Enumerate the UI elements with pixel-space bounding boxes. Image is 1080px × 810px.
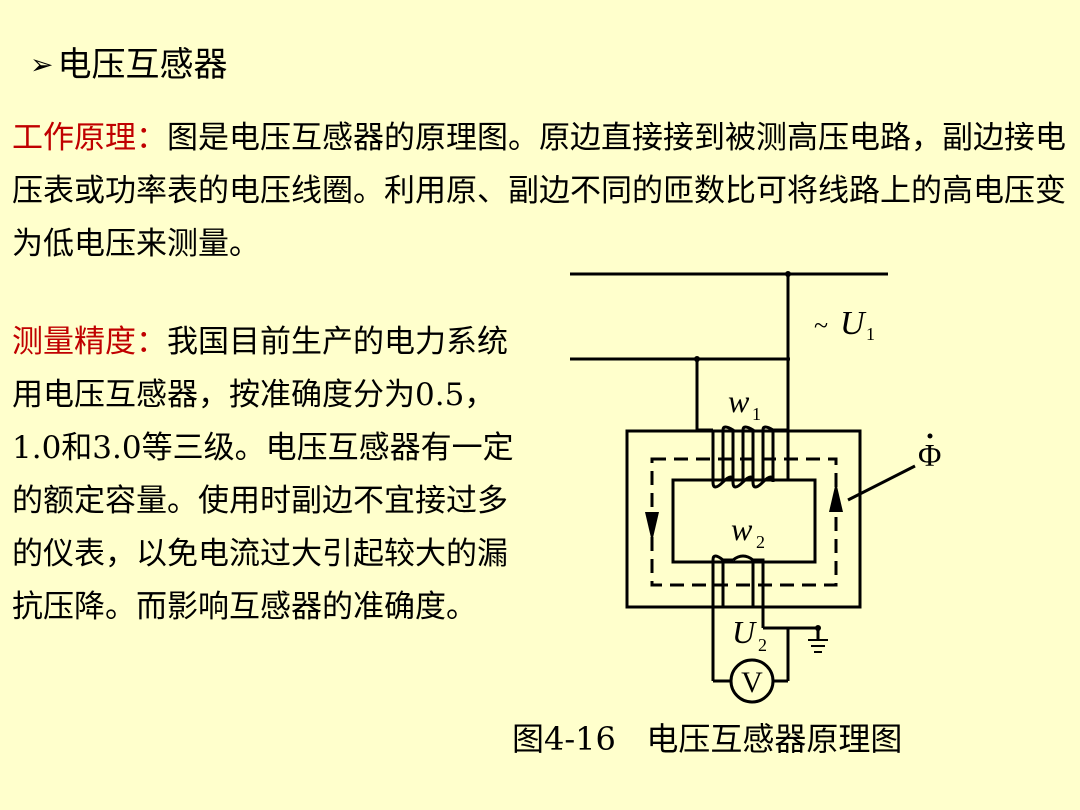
junction-dot-bottom xyxy=(694,356,700,362)
voltmeter-label: V xyxy=(741,666,763,699)
secondary-coil-w2 xyxy=(711,554,765,628)
voltmeter-circle xyxy=(729,658,775,704)
principle-text: 图是电压互感器的原理图。原边直接接到被测高压电路，副边接电压表或功率表的电压线圈… xyxy=(12,120,1066,262)
principle-label: 工作原理： xyxy=(12,120,167,156)
principle-paragraph: 工作原理：图是电压互感器的原理图。原边直接接到被测高压电路，副边接电压表或功率表… xyxy=(12,112,1072,271)
phi-label: Φ xyxy=(918,437,941,473)
title-text: 电压互感器 xyxy=(57,45,228,85)
accuracy-paragraph: 测量精度：我国目前生产的电力系统用电压互感器，按准确度分为0.5，1.0和3.0… xyxy=(12,316,532,634)
accuracy-text: 我国目前生产的电力系统用电压互感器，按准确度分为0.5，1.0和3.0等三级。电… xyxy=(12,324,514,625)
flux-arrow-up-icon xyxy=(829,482,843,512)
w1-subscript: 1 xyxy=(752,404,761,424)
flux-pointer-line xyxy=(847,464,916,502)
u2-label: U xyxy=(732,614,757,650)
figure-caption: 图4-16 电压互感器原理图 xyxy=(512,720,903,758)
u1-prefix: ~ xyxy=(814,311,828,340)
w2-label: w xyxy=(731,511,753,547)
u2-subscript: 2 xyxy=(758,635,767,655)
junction-dot-ground xyxy=(815,625,821,631)
arrowhead-bullet-icon: ➢ xyxy=(30,48,54,81)
accuracy-label: 测量精度： xyxy=(12,324,167,360)
slide-title: ➢ 电压互感器 xyxy=(30,42,227,88)
w2-subscript: 2 xyxy=(756,532,765,552)
phi-dot xyxy=(927,433,933,439)
w1-label: w xyxy=(728,383,750,419)
flux-arrow-down-icon xyxy=(645,512,659,542)
junction-dot-top xyxy=(785,271,791,277)
u1-label: U xyxy=(840,305,867,342)
u1-subscript: 1 xyxy=(866,324,875,344)
primary-coil-w1 xyxy=(711,425,788,489)
